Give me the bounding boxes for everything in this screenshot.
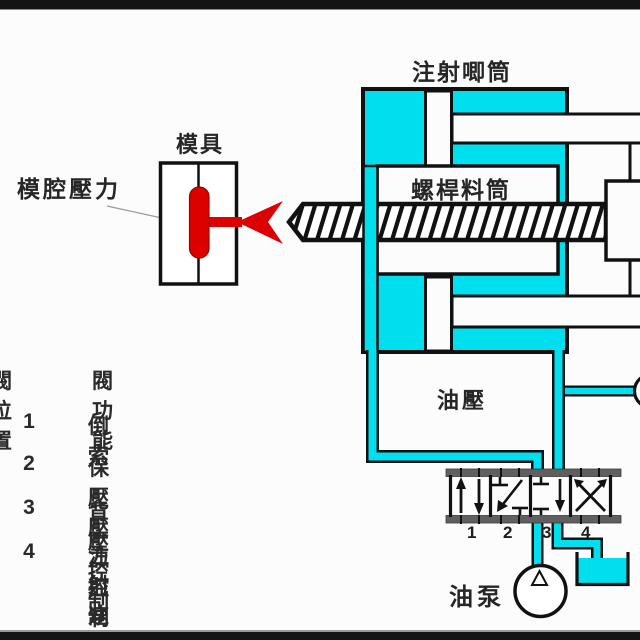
valve-cell-2 bbox=[492, 477, 528, 515]
letterbox-bottom-bar bbox=[0, 630, 640, 640]
table-row-function: 背壓控制 bbox=[88, 500, 110, 614]
injection-arrow bbox=[237, 201, 283, 244]
pressure-gauge-icon bbox=[632, 376, 640, 406]
table-row-function: 注射速度控制 bbox=[88, 544, 110, 640]
cavity-pressure-capsule bbox=[188, 186, 210, 259]
valve-cell-1 bbox=[456, 477, 484, 515]
cylinder-front-wall-strip bbox=[362, 164, 379, 354]
directional-valve-icon bbox=[445, 468, 622, 524]
valve-bottom-rail bbox=[445, 515, 622, 524]
oil-tank-icon bbox=[575, 552, 630, 587]
table-row-function: 保壓壓力控制 bbox=[88, 456, 110, 630]
injection-cylinder-label: 注射唧筒 bbox=[412, 60, 512, 85]
mold-label: 模具 bbox=[176, 132, 225, 157]
table-row-position: 1 bbox=[23, 410, 35, 433]
letterbox-top-bar bbox=[0, 0, 640, 10]
table-row-function: 倒索 bbox=[88, 414, 110, 468]
oil-pressure-label: 油壓 bbox=[437, 388, 488, 413]
cavity-pressure-label: 模腔壓力 bbox=[17, 177, 121, 202]
upper-piston-rod bbox=[450, 112, 640, 145]
valve-position-3: 3 bbox=[542, 523, 552, 542]
table-row-position: 2 bbox=[23, 452, 35, 475]
table-header-valve-function: 閥功能 bbox=[92, 369, 115, 453]
screw-shaft bbox=[286, 201, 609, 243]
melt-runner bbox=[206, 217, 242, 227]
screw-barrel-label: 螺桿料筒 bbox=[411, 178, 511, 203]
valve-cell-3 bbox=[533, 477, 565, 515]
oil-pump-label: 油泵 bbox=[449, 585, 505, 611]
table-header-valve-position: 閥位置 bbox=[0, 369, 14, 453]
top-piston-slot bbox=[424, 89, 453, 169]
mold bbox=[106, 161, 283, 286]
valve-cell-4 bbox=[574, 479, 607, 512]
oil-pump-icon bbox=[513, 563, 568, 619]
valve-position-1: 1 bbox=[467, 523, 477, 542]
valve-top-rail bbox=[445, 468, 622, 477]
table-row-position: 4 bbox=[23, 540, 35, 563]
valve-position-4: 4 bbox=[581, 523, 591, 542]
bottom-piston-slot bbox=[424, 275, 453, 353]
table-row-position: 3 bbox=[23, 496, 35, 519]
lower-piston-rod bbox=[450, 294, 640, 329]
valve-position-2: 2 bbox=[503, 523, 513, 542]
screw-drive-block bbox=[604, 179, 640, 262]
